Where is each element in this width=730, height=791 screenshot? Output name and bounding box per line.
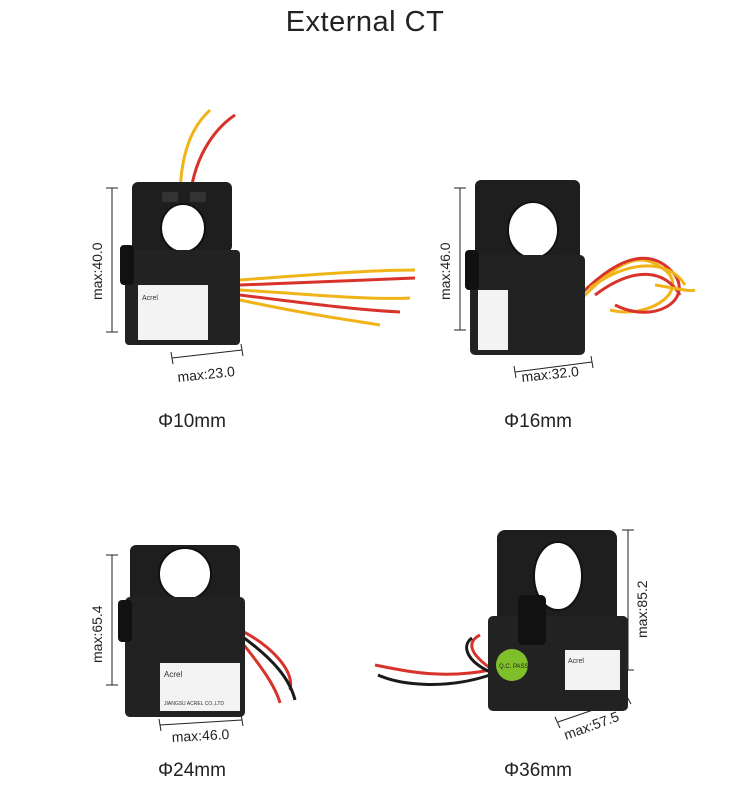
- width-dimension-label: max:32.0: [521, 363, 580, 385]
- product-ct-36mm: Q.C. PASS Acrel max:85.2 max:57.5 Φ36mm: [370, 520, 730, 791]
- ct-label-text: Acrel: [142, 295, 158, 302]
- height-dimension-label: max:65.4: [89, 605, 105, 663]
- height-dimension-label: max:85.2: [634, 580, 650, 638]
- height-dimension-line: [106, 187, 118, 333]
- ct-label-text: Acrel: [568, 658, 584, 665]
- height-dimension-label: max:40.0: [89, 242, 105, 300]
- qc-sticker: [496, 649, 528, 681]
- product-ct-16mm: max:46.0 max:32.0 Φ16mm: [430, 100, 730, 440]
- product-caption: Φ24mm: [158, 760, 226, 781]
- height-dimension-line: [622, 529, 634, 671]
- qc-sticker-text: Q.C. PASS: [499, 664, 529, 670]
- ct-label: [478, 290, 508, 350]
- ct-label-text: JIANGSU ACREL CO.,LTD: [164, 701, 224, 707]
- ct-24mm-drawing: Acrel JIANGSU ACREL CO.,LTD max:65.4 max…: [89, 545, 297, 745]
- wire-coil: [578, 256, 696, 314]
- width-dimension-line: [513, 355, 594, 379]
- ct-label: [565, 650, 620, 690]
- height-dimension-line: [454, 187, 466, 331]
- ct-16mm-drawing: max:46.0 max:32.0: [437, 180, 696, 385]
- page-title: External CT: [285, 6, 445, 38]
- width-dimension-label: max:23.0: [177, 363, 236, 385]
- width-dimension-label: max:57.5: [562, 708, 622, 743]
- product-caption: Φ10mm: [158, 411, 226, 432]
- wire-bundle: [374, 633, 491, 686]
- ct-36mm-drawing: Q.C. PASS Acrel max:85.2 max:57.5: [374, 529, 650, 743]
- product-ct-24mm: Acrel JIANGSU ACREL CO.,LTD max:65.4 max…: [80, 535, 440, 791]
- wire-bundle: [238, 628, 297, 704]
- product-ct-10mm: Acrel max:40.0 max:23.0 Φ10mm: [80, 100, 440, 440]
- height-dimension-label: max:46.0: [437, 242, 453, 300]
- ct-label-text: Acrel: [164, 670, 182, 679]
- height-dimension-line: [106, 554, 118, 686]
- ct-label: [160, 663, 240, 711]
- width-dimension-line: [158, 713, 244, 732]
- ct-label: [138, 285, 208, 340]
- ct-10mm-drawing: Acrel max:40.0 max:23.0: [89, 108, 416, 385]
- width-dimension-line: [170, 343, 244, 365]
- width-dimension-line: [554, 692, 632, 729]
- product-caption: Φ16mm: [504, 411, 572, 432]
- product-caption: Φ36mm: [504, 760, 572, 781]
- width-dimension-label: max:46.0: [171, 726, 230, 745]
